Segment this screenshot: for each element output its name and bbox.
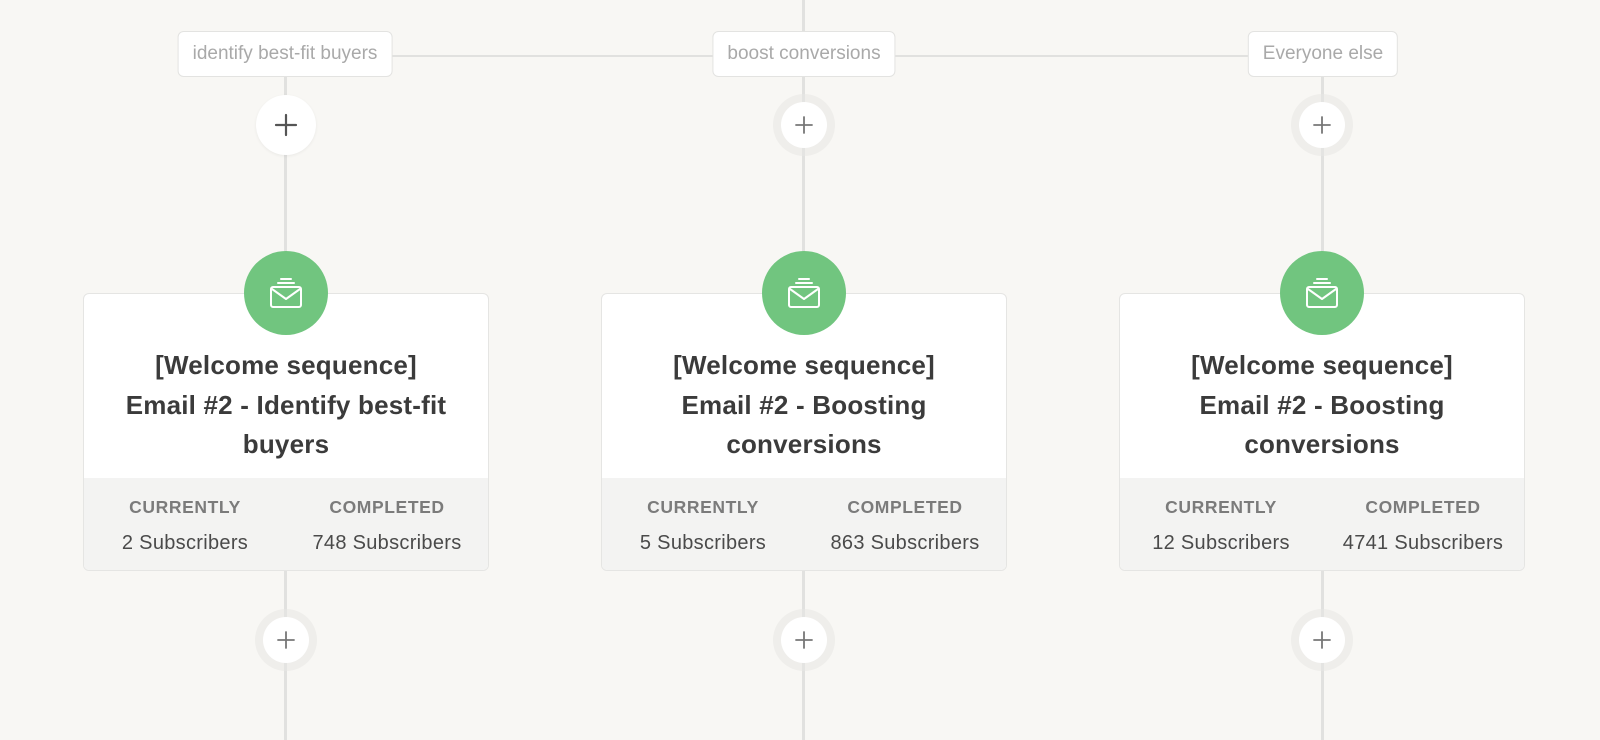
add-step-button[interactable]	[256, 95, 316, 155]
email-step-stats: CURRENTLY 2 Subscribers COMPLETED 748 Su…	[84, 478, 488, 570]
email-step-icon	[1280, 251, 1364, 335]
add-step-button[interactable]	[781, 617, 827, 663]
email-stack-icon	[788, 278, 820, 308]
email-step-stats: CURRENTLY 12 Subscribers COMPLETED 4741 …	[1120, 478, 1524, 570]
completed-stat: COMPLETED 748 Subscribers	[312, 497, 462, 554]
plus-icon	[1313, 631, 1331, 649]
email-step-card[interactable]: [Welcome sequence] Email #2 - Boosting c…	[1119, 293, 1525, 571]
email-step-card[interactable]: [Welcome sequence] Email #2 - Identify b…	[83, 293, 489, 571]
email-step-card[interactable]: [Welcome sequence] Email #2 - Boosting c…	[601, 293, 1007, 571]
email-stack-icon	[1306, 278, 1338, 308]
plus-icon	[795, 631, 813, 649]
completed-stat: COMPLETED 4741 Subscribers	[1342, 497, 1504, 554]
email-step-icon	[244, 251, 328, 335]
add-step-button[interactable]	[1299, 617, 1345, 663]
add-step-button[interactable]	[1299, 102, 1345, 148]
plus-icon	[277, 631, 295, 649]
add-step-button[interactable]	[781, 102, 827, 148]
currently-stat: CURRENTLY 2 Subscribers	[121, 497, 249, 554]
branch-label-everyone-else[interactable]: Everyone else	[1247, 31, 1399, 77]
plus-icon	[795, 116, 813, 134]
email-step-stats: CURRENTLY 5 Subscribers COMPLETED 863 Su…	[602, 478, 1006, 570]
plus-icon	[1313, 116, 1331, 134]
email-stack-icon	[270, 278, 302, 308]
currently-stat: CURRENTLY 5 Subscribers	[639, 497, 767, 554]
email-step-title: [Welcome sequence] Email #2 - Identify b…	[125, 350, 447, 459]
add-step-button[interactable]	[263, 617, 309, 663]
email-step-title: [Welcome sequence] Email #2 - Boosting c…	[673, 350, 935, 459]
trunk-connector	[802, 0, 805, 32]
branch-label-best-fit[interactable]: identify best-fit buyers	[177, 31, 393, 77]
plus-icon	[274, 113, 298, 137]
branch-label-boost[interactable]: boost conversions	[712, 31, 896, 77]
email-step-title: [Welcome sequence] Email #2 - Boosting c…	[1191, 350, 1453, 459]
currently-stat: CURRENTLY 12 Subscribers	[1152, 497, 1290, 554]
completed-stat: COMPLETED 863 Subscribers	[830, 497, 980, 554]
email-step-icon	[762, 251, 846, 335]
